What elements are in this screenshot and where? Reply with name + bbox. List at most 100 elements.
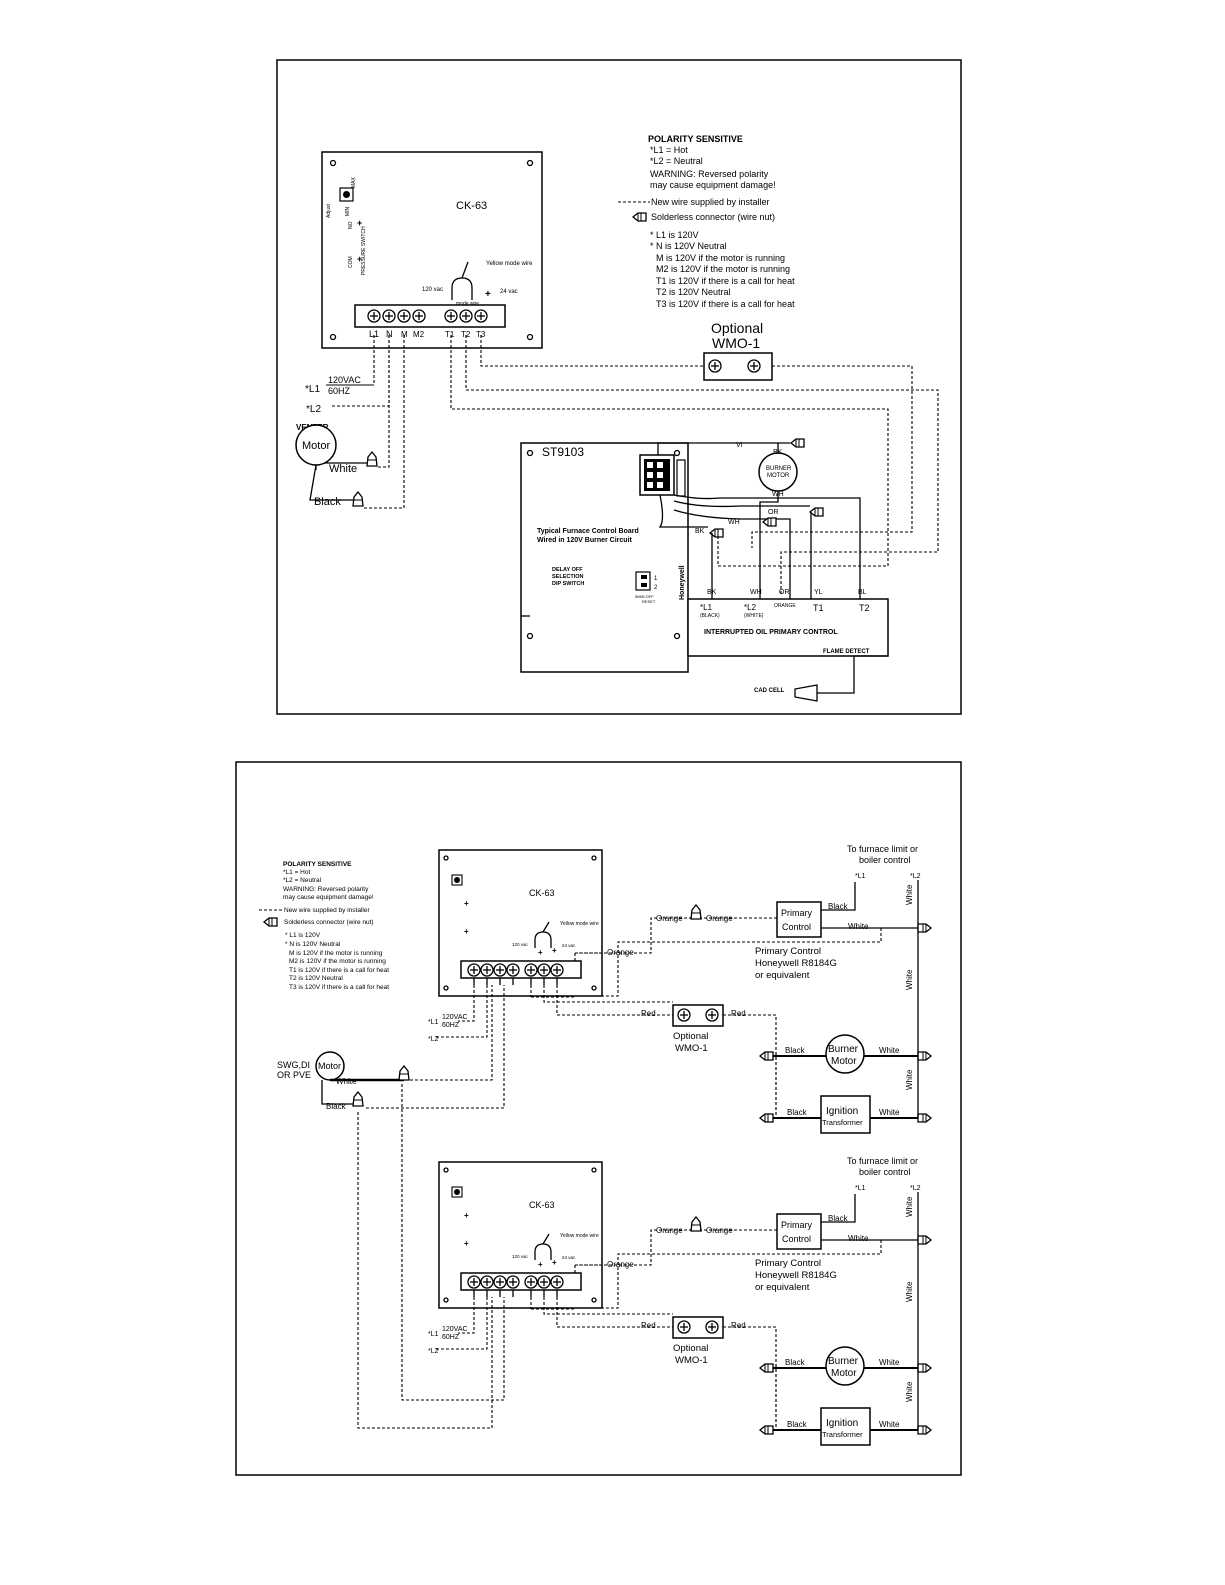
svg-text:*L2: *L2 — [428, 1036, 439, 1043]
svg-text:Honeywell R8184G: Honeywell R8184G — [755, 1270, 837, 1281]
svg-text:T3: T3 — [476, 330, 486, 339]
svg-text:*L1: *L1 — [428, 1331, 439, 1338]
svg-text:SELECTION: SELECTION — [552, 574, 584, 580]
furnace-limit-label: To furnace limit or — [847, 844, 918, 854]
svg-text:120 vac: 120 vac — [512, 942, 529, 947]
note-6: T2 is 120V Neutral — [656, 287, 731, 297]
svg-text:Solderless connector (wire nut: Solderless connector (wire nut) — [284, 919, 374, 926]
st9103-label: ST9103 — [542, 445, 584, 459]
svg-text:White: White — [336, 1077, 357, 1086]
svg-text:DIP SWITCH: DIP SWITCH — [552, 581, 584, 587]
svg-text:Black: Black — [828, 902, 849, 911]
svg-text:(WHITE): (WHITE) — [744, 613, 764, 619]
svg-text:L1: L1 — [369, 329, 379, 339]
svg-text:WH: WH — [728, 519, 740, 526]
burner-motor-icon — [825, 1346, 865, 1386]
svg-text:OR PVE: OR PVE — [277, 1070, 311, 1080]
note-7: T3 is 120V if there is a call for heat — [656, 299, 795, 309]
svg-text:120 vac: 120 vac — [512, 1254, 529, 1259]
svg-text:Motor: Motor — [831, 1368, 857, 1379]
svg-text:Transformer: Transformer — [822, 1118, 863, 1127]
bottom-legend: POLARITY SENSITIVE *L1 = Hot *L2 = Neutr… — [259, 861, 389, 991]
pressure-switch-label: PRESSURE SWITCH — [361, 226, 367, 275]
svg-text:Yellow mode wire: Yellow mode wire — [560, 921, 599, 927]
svg-text:*L1: *L1 — [700, 603, 713, 612]
svg-text:White: White — [905, 884, 914, 905]
svg-text:VI: VI — [736, 442, 743, 449]
svg-text:Ignition: Ignition — [826, 1106, 858, 1117]
svg-text:mode wire: mode wire — [456, 301, 479, 307]
svg-text:+: + — [464, 927, 469, 936]
svg-text:*L2: *L2 — [428, 1348, 439, 1355]
ck63-label: CK-63 — [456, 200, 487, 212]
svg-text:BURNER: BURNER — [766, 466, 792, 472]
top-new-wires — [330, 335, 939, 595]
svg-text:WARNING: Reversed polarity: WARNING: Reversed polarity — [283, 886, 369, 893]
svg-text:White: White — [905, 1381, 914, 1402]
svg-text:120VAC: 120VAC — [442, 1014, 468, 1021]
svg-text:POLARITY SENSITIVE: POLARITY SENSITIVE — [283, 861, 352, 868]
svg-text:60HZ: 60HZ — [442, 1334, 460, 1341]
svg-text:Red: Red — [641, 1009, 656, 1018]
bottom-wiring-diagram: POLARITY SENSITIVE *L1 = Hot *L2 = Neutr… — [235, 761, 962, 1476]
svg-text:Primary: Primary — [781, 1220, 812, 1230]
svg-text:FLAME DETECT: FLAME DETECT — [823, 649, 870, 655]
svg-text:WMO-1: WMO-1 — [675, 1043, 708, 1054]
svg-text:OR: OR — [779, 589, 790, 596]
legend-warning: WARNING: Reversed polarity — [650, 169, 769, 179]
svg-text:*L1 = Hot: *L1 = Hot — [283, 869, 310, 876]
svg-text:White: White — [329, 463, 357, 475]
svg-text:+: + — [464, 1211, 469, 1220]
honeywell-logo: Honeywell — [679, 565, 686, 600]
svg-text:+: + — [485, 289, 491, 300]
svg-text:+: + — [552, 946, 557, 955]
svg-text:T1 is 120V if there is a call: T1 is 120V if there is a call for heat — [289, 967, 389, 974]
svg-text:Red: Red — [641, 1321, 656, 1330]
svg-text:M: M — [401, 330, 408, 339]
legend-l1: *L1 = Hot — [650, 145, 688, 155]
svg-text:White: White — [879, 1108, 900, 1117]
top-legend: POLARITY SENSITIVE *L1 = Hot *L2 = Neutr… — [618, 134, 795, 309]
svg-text:120VAC: 120VAC — [328, 375, 361, 385]
st9103-board: ST9103 Typical Furnace Control Board Wir… — [520, 442, 689, 673]
svg-text:White: White — [848, 922, 869, 931]
svg-text:COM: COM — [348, 256, 354, 268]
svg-text:+: + — [538, 1260, 543, 1269]
svg-text:24 vac: 24 vac — [562, 943, 576, 948]
yellow-wire-label: Yellow mode wire — [486, 261, 533, 267]
svg-text:MIN: MIN — [345, 206, 351, 216]
svg-text:Burner: Burner — [828, 1356, 859, 1367]
svg-text:* N is 120V Neutral: * N is 120V Neutral — [285, 941, 341, 948]
svg-text:New wire supplied by installer: New wire supplied by installer — [284, 907, 370, 914]
note-3: M is 120V if the motor is running — [656, 253, 785, 263]
svg-text:Black: Black — [787, 1420, 808, 1429]
legend-title: POLARITY SENSITIVE — [648, 134, 743, 144]
adjust-label: Adjust — [326, 203, 332, 218]
svg-text:Control: Control — [782, 1234, 811, 1244]
primary-control-name: Primary Control — [755, 946, 821, 957]
svg-text:CAD CELL: CAD CELL — [754, 688, 785, 694]
svg-text:T2: T2 — [461, 330, 471, 339]
svg-text:*L1: *L1 — [305, 384, 320, 395]
svg-text:Transformer: Transformer — [822, 1430, 863, 1439]
svg-text:RESET: RESET — [642, 599, 656, 604]
oil-primary-control-top: INTERRUPTED OIL PRIMARY CONTROL FLAME DE… — [687, 589, 889, 702]
svg-text:White: White — [905, 1196, 914, 1217]
svg-text:INTERRUPTED OIL PRIMARY CONTRO: INTERRUPTED OIL PRIMARY CONTROL — [704, 629, 838, 636]
svg-text:boiler control: boiler control — [859, 855, 911, 865]
svg-text:Red: Red — [731, 1321, 746, 1330]
svg-text:YL: YL — [814, 589, 823, 596]
legend-warning-2: may cause equipment damage! — [650, 180, 776, 190]
svg-text:boiler control: boiler control — [859, 1167, 911, 1177]
svg-text:120VAC: 120VAC — [442, 1326, 468, 1333]
svg-text:DELAY OFF: DELAY OFF — [552, 567, 583, 573]
svg-text:White: White — [848, 1234, 869, 1243]
svg-text:Motor: Motor — [831, 1056, 857, 1067]
furnace-limit-label: To furnace limit or — [847, 1156, 918, 1166]
top-diagram-frame — [276, 59, 962, 715]
